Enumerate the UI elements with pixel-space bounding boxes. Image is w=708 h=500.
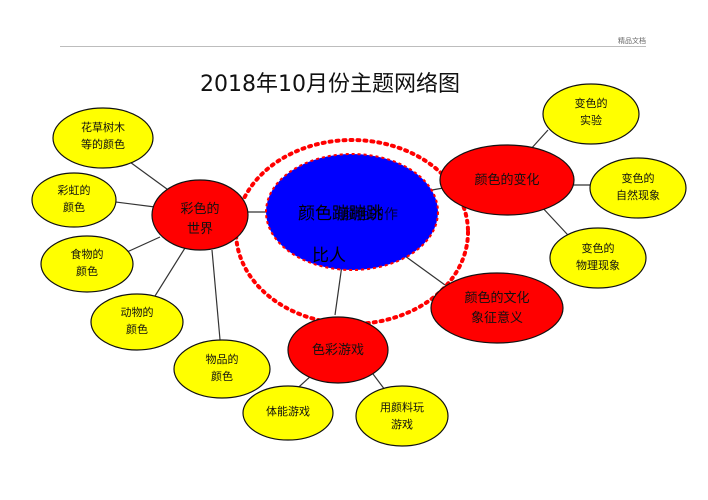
leaf-food-line1: 食物的 xyxy=(70,248,104,261)
leaf-paint-line1: 用颜料玩 xyxy=(380,401,424,414)
node-culture-shape xyxy=(430,272,564,344)
node-world-line1: 彩色的 xyxy=(180,202,220,217)
leaf-sport: 体能游戏 xyxy=(248,404,328,421)
leaf-experiment-line1: 变色的 xyxy=(574,97,608,110)
leaf-nature: 变色的 自然现象 xyxy=(596,171,680,204)
connector-center-game xyxy=(334,264,343,316)
node-change-shape xyxy=(439,144,575,216)
leaf-objects: 物品的 颜色 xyxy=(182,352,262,385)
node-game-label: 色彩游戏 xyxy=(311,343,364,358)
leaf-sport-shape xyxy=(242,385,334,441)
leaf-nature-line2: 自然现象 xyxy=(616,188,660,202)
leaf-flowers-line1: 花草树木 xyxy=(81,121,125,134)
leaf-rainbow: 彩虹的 颜色 xyxy=(34,183,114,216)
header-divider xyxy=(60,46,646,47)
leaf-objects-shape xyxy=(173,339,271,399)
node-game-shape xyxy=(287,316,389,384)
connector-center-culture xyxy=(404,255,446,286)
center-label-overlay: （颜色的作 xyxy=(328,207,398,223)
leaf-experiment: 变色的 实验 xyxy=(551,96,631,129)
leaf-flowers-line2: 等的颜色 xyxy=(81,137,125,151)
leaf-physics-line1: 变色的 xyxy=(581,242,615,255)
header-note: 精品文档 xyxy=(618,37,646,45)
leaf-physics-shape xyxy=(549,227,647,289)
node-culture: 颜色的文化 象征意义 xyxy=(437,289,557,328)
node-culture-line2: 象征意义 xyxy=(470,310,523,326)
leaf-paint: 用颜料玩 游戏 xyxy=(362,400,442,433)
node-world-shape xyxy=(151,179,249,251)
node-game: 色彩游戏 xyxy=(288,341,388,361)
leaf-paint-line2: 游戏 xyxy=(391,417,413,431)
node-culture-line1: 颜色的文化 xyxy=(464,291,530,306)
connector-change-experiment xyxy=(529,129,549,151)
leaf-animals-line1: 动物的 xyxy=(120,306,154,319)
node-change: 颜色的变化 xyxy=(447,171,567,191)
leaf-experiment-shape xyxy=(542,83,640,145)
leaf-food-line2: 颜色 xyxy=(76,264,98,278)
leaf-objects-line1: 物品的 xyxy=(205,353,239,366)
leaf-physics-line2: 物理现象 xyxy=(576,258,620,272)
node-world-line2: 世界 xyxy=(186,221,213,237)
leaf-rainbow-shape xyxy=(31,172,117,228)
leaf-sport-line1: 体能游戏 xyxy=(266,405,310,418)
leaf-experiment-line2: 实验 xyxy=(580,113,602,127)
leaf-flowers: 花草树木 等的颜色 xyxy=(58,120,148,153)
leaf-rainbow-line2: 颜色 xyxy=(63,200,85,214)
leaf-nature-line1: 变色的 xyxy=(621,172,655,185)
leaf-objects-line2: 颜色 xyxy=(211,369,233,383)
leaf-paint-shape xyxy=(355,385,449,447)
leaf-animals-line2: 颜色 xyxy=(126,322,148,336)
center-label-line1: 颜色蹦蹦跳 xyxy=(298,204,383,224)
leaf-flowers-shape xyxy=(52,107,154,169)
center-node xyxy=(265,153,439,271)
node-world: 彩色的 世界 xyxy=(160,200,240,239)
leaf-animals-shape xyxy=(90,293,184,351)
leaf-food: 食物的 颜色 xyxy=(47,247,127,280)
leaf-food-shape xyxy=(40,235,134,293)
node-change-label: 颜色的变化 xyxy=(474,173,540,188)
center-label-line2: 比人 xyxy=(312,246,346,266)
leaf-physics: 变色的 物理现象 xyxy=(556,241,640,274)
diagram-title: 2018年10月份主题网络图 xyxy=(200,72,460,97)
leaf-rainbow-line1: 彩虹的 xyxy=(57,184,91,197)
leaf-animals: 动物的 颜色 xyxy=(97,305,177,338)
leaf-nature-shape xyxy=(589,157,687,219)
